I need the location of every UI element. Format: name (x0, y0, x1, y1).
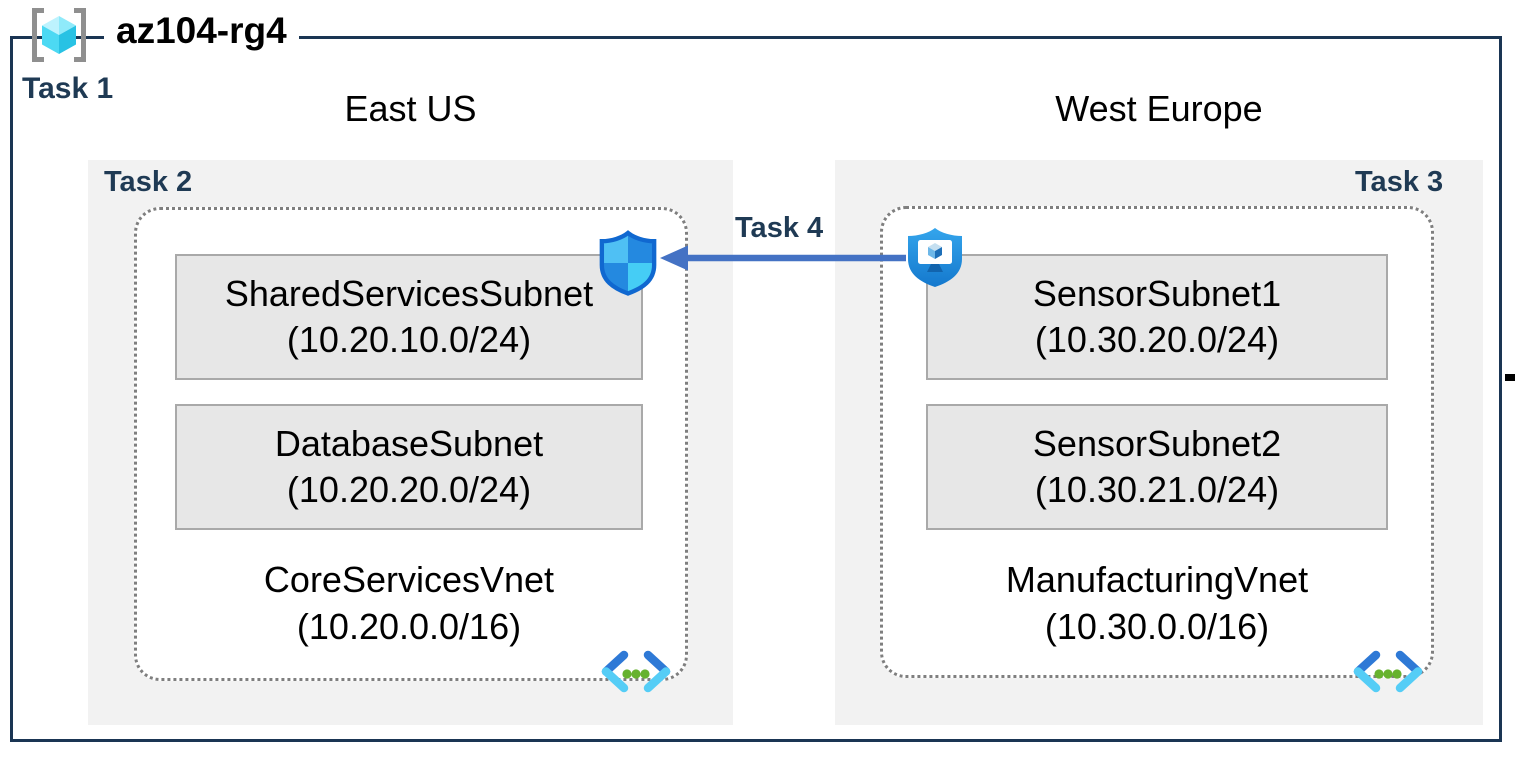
subnet-cidr: (10.30.20.0/24) (1034, 319, 1280, 360)
vnet-cidr-text: (10.30.0.0/16) (1044, 606, 1270, 647)
region-label-west-europe: West Europe (1055, 88, 1263, 129)
vnet-name-manufacturing: ManufacturingVnet (10.30.0.0/16) (926, 556, 1388, 650)
subnet-name: SensorSubnet1 (1032, 273, 1282, 314)
subnet-database: DatabaseSubnet (10.20.20.0/24) (175, 404, 643, 530)
task4-label: Task 4 (735, 212, 824, 244)
resource-group-name: az104-rg4 (104, 10, 299, 52)
vnet-name-text: CoreServicesVnet (263, 559, 555, 600)
vnet-name-text: ManufacturingVnet (1005, 559, 1309, 600)
peering-arrow (660, 245, 906, 271)
subnet-cidr: (10.20.20.0/24) (286, 469, 532, 510)
subnet-name: SharedServicesSubnet (224, 273, 594, 314)
region-label-east-us: East US (344, 88, 477, 129)
virtual-network-icon (1353, 650, 1423, 693)
subnet-sensor1: SensorSubnet1 (10.30.20.0/24) (926, 254, 1388, 380)
shield-monitor-icon (908, 228, 962, 287)
subnet-name: DatabaseSubnet (274, 423, 544, 464)
subnet-sharedservices: SharedServicesSubnet (10.20.10.0/24) (175, 254, 643, 380)
task3-label: Task 3 (1355, 166, 1444, 198)
task2-label: Task 2 (104, 166, 193, 198)
subnet-cidr: (10.20.10.0/24) (286, 319, 532, 360)
subnet-name: SensorSubnet2 (1032, 423, 1282, 464)
resource-group-frame (10, 36, 1502, 742)
task1-label: Task 1 (22, 72, 114, 105)
vnet-cidr-text: (10.20.0.0/16) (296, 606, 522, 647)
subnet-cidr: (10.30.21.0/24) (1034, 469, 1280, 510)
resource-group-icon (32, 8, 86, 62)
network-security-shield-icon (599, 230, 657, 296)
virtual-network-icon (601, 650, 671, 693)
edge-dash-mark (1505, 374, 1515, 381)
subnet-sensor2: SensorSubnet2 (10.30.21.0/24) (926, 404, 1388, 530)
vnet-name-coreservices: CoreServicesVnet (10.20.0.0/16) (175, 556, 643, 650)
